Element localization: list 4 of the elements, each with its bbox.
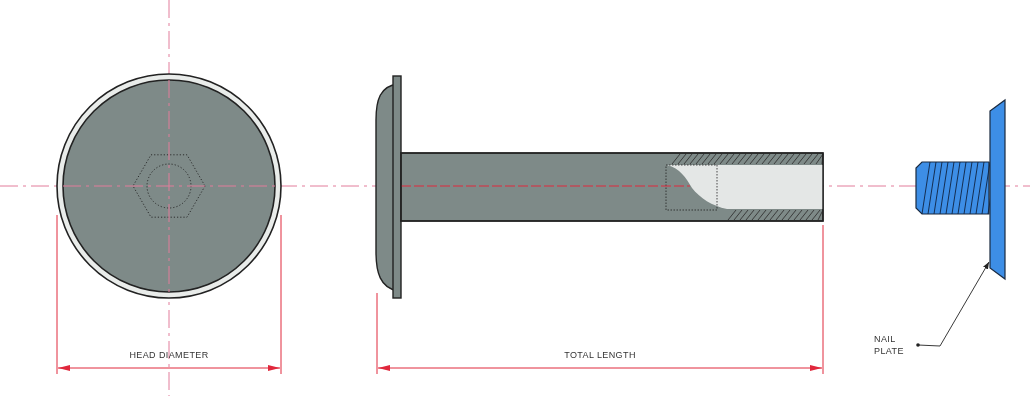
dimension-label: TOTAL LENGTH — [564, 350, 636, 360]
nail-plate — [988, 99, 1006, 280]
callout-label: NAIL PLATE — [874, 333, 905, 357]
dimension-label: HEAD DIAMETER — [129, 350, 209, 360]
